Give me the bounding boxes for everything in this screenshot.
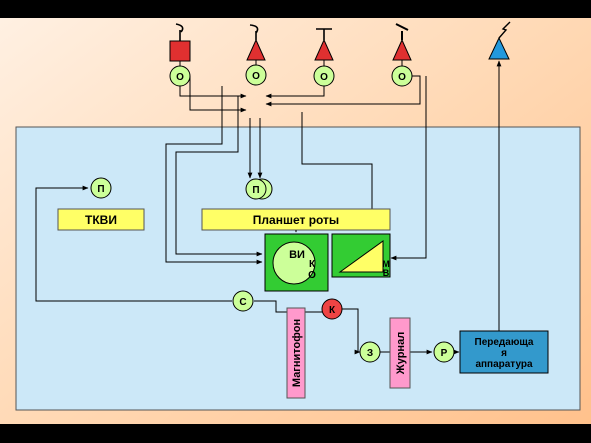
magnitofon-label: Магнитофон [291,319,303,387]
node-k-label: К [329,305,336,316]
zhurnal-block: Журнал [389,317,411,389]
triangle-display-icon [338,240,384,273]
antenna-triangle-icon [488,36,510,60]
sensor-node-label: О [252,71,260,82]
tkvi-block: ТКВИ [57,208,145,231]
node-p2: П [245,178,273,200]
connection-lines [35,60,502,355]
planshet-block: Планшет роты [201,208,391,231]
sensor-node-label: О [176,72,184,83]
sensor-node-label: О [398,72,406,83]
sensor-node-label: О [320,72,328,83]
transmit-antenna [488,21,511,60]
display-circle-icon [272,241,316,285]
lightning-icon [498,21,511,39]
node-z-label: З [367,348,373,359]
transmitter-block: Передающа я аппаратура [459,330,549,374]
vi-ko-o-label: О [308,270,316,281]
top-bar [0,0,591,18]
sensor-node-3: О [313,60,335,87]
node-p2-label: П [252,185,259,196]
node-s: С [232,290,254,312]
node-k: К [321,298,343,320]
bottom-bar [0,424,591,443]
node-p1: П [90,177,112,199]
vi-ko-block: ВИ К О [264,233,329,292]
sensor-node-2: О [245,60,267,86]
hook-icon [175,23,184,41]
zhurnal-label: Журнал [395,332,407,375]
node-p1-label: П [97,184,104,195]
mv-block: М В [331,233,391,278]
planshet-label: Планшет роты [253,213,339,227]
vi-ko-k-label: К [309,259,316,270]
mv-v-label: В [383,268,390,278]
magnitofon-block: Магнитофон [286,307,306,399]
transmitter-label-line2: я [501,348,507,359]
mv-m-label: М [382,259,390,269]
node-z: З [359,341,381,363]
node-r: Р [433,341,455,363]
node-r-label: Р [441,348,448,359]
node-s-label: С [239,297,246,308]
transmitter-label-line1: Передающа [475,337,534,348]
t-antenna-icon [316,28,332,40]
transmitter-label-line3: аппаратура [475,359,533,370]
sensor-box-icon [169,40,191,62]
flag-icon [395,23,409,40]
tkvi-label: ТКВИ [85,213,117,227]
vi-label: ВИ [289,249,305,261]
hook-icon [249,24,259,40]
